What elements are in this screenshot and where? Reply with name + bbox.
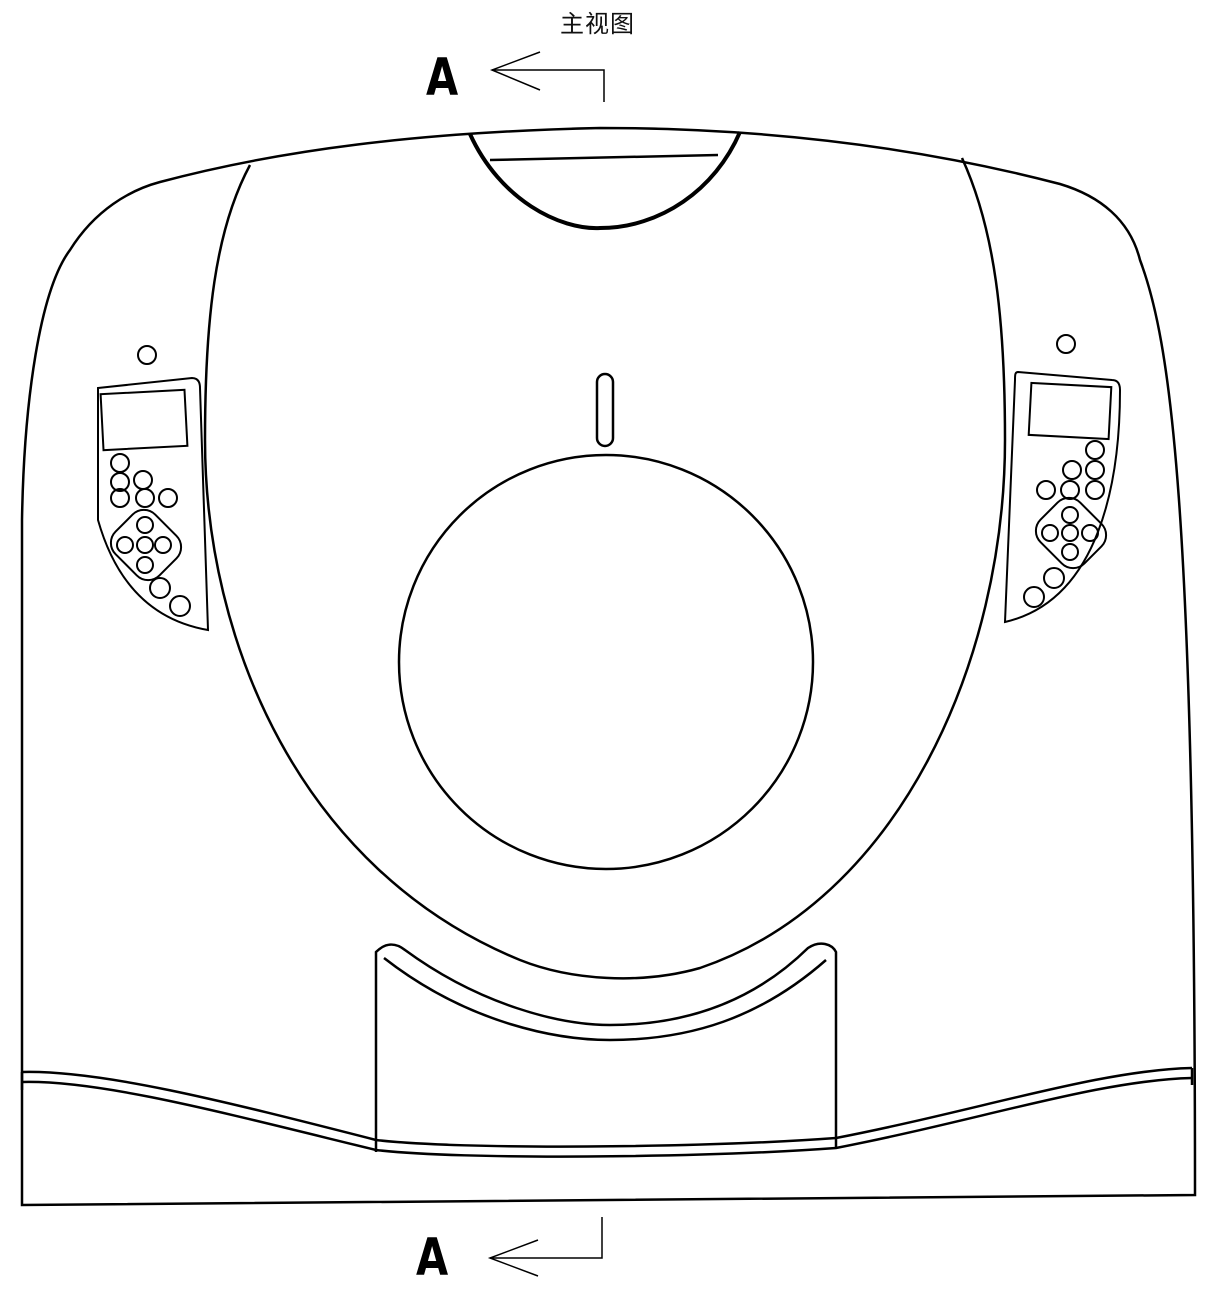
outer-housing <box>22 128 1195 1205</box>
top-handle <box>470 132 740 228</box>
table-support-inner <box>384 958 826 1040</box>
control-panel-left <box>98 346 208 630</box>
section-arrow-bottom <box>490 1217 602 1276</box>
base-side-right <box>22 1068 1192 1090</box>
top-handle-inner <box>490 155 718 160</box>
gantry-bore <box>399 455 813 869</box>
section-arrow-top <box>492 52 604 102</box>
control-panel-right <box>1005 335 1120 622</box>
base-band-inner <box>22 1078 1192 1157</box>
table-support <box>376 944 836 1152</box>
laser-slot <box>597 374 613 446</box>
gantry-cover <box>205 158 1005 978</box>
